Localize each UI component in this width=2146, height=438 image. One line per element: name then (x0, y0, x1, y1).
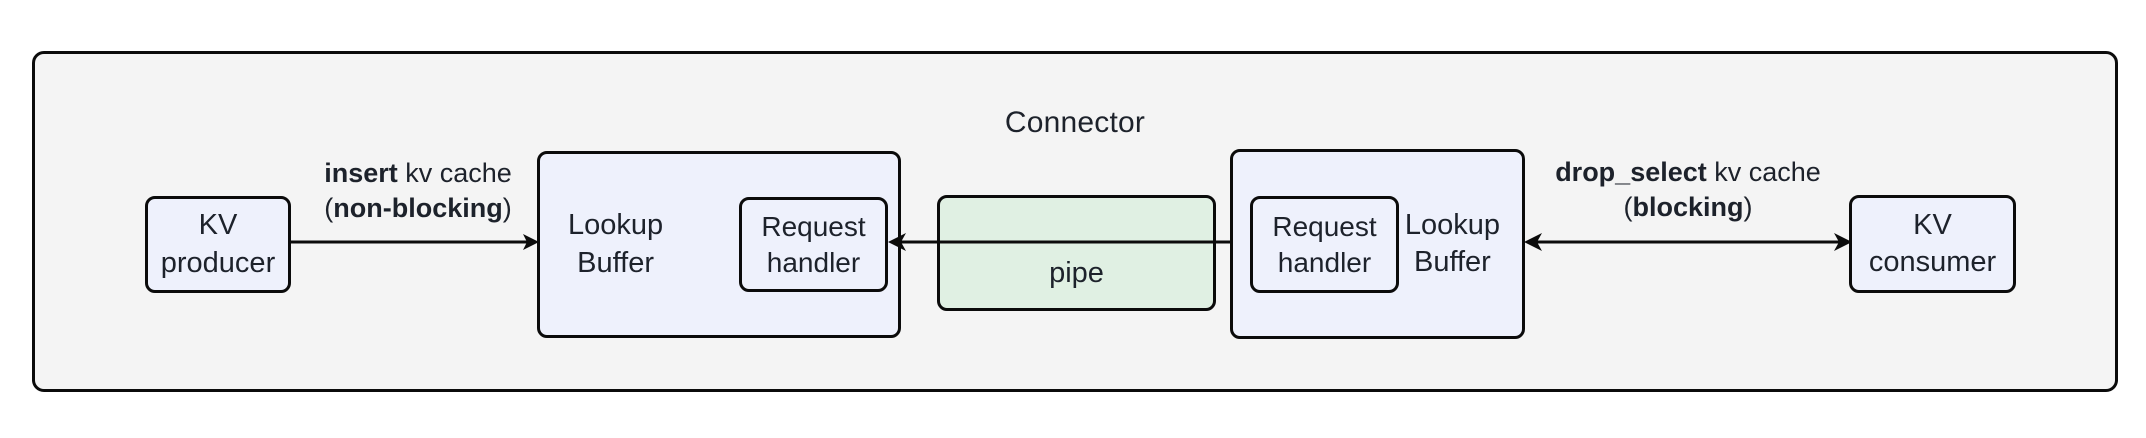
edge-label-drop-select-paren-open: ( (1623, 192, 1633, 223)
edge-label-drop-select-line1: drop_select kv cache (1528, 155, 1848, 190)
node-lookup-buffer-left-label: Lookup Buffer (568, 209, 664, 279)
node-request-handler-right[interactable]: Request handler (1250, 196, 1399, 293)
edge-label-drop-select: drop_select kv cache (blocking) (1528, 155, 1848, 225)
node-lookup-buffer-left[interactable]: Lookup Buffer (537, 151, 901, 338)
node-pipe-label: pipe (1049, 256, 1104, 289)
node-request-handler-left[interactable]: Request handler (739, 197, 888, 292)
node-kv-consumer-label: KV consumer (1868, 208, 1997, 278)
connector-title: Connector (1004, 106, 1146, 139)
edge-label-insert-suffix: kv cache (397, 158, 512, 188)
node-kv-producer-label: KV producer (160, 209, 276, 279)
node-request-handler-right-label: Request handler (1272, 210, 1377, 278)
edge-label-insert-line1: insert kv cache (268, 156, 568, 191)
edge-label-drop-select-op: drop_select (1555, 157, 1707, 187)
node-lookup-buffer-right-label: Lookup Buffer (1404, 208, 1500, 278)
node-kv-producer[interactable]: KV producer (145, 196, 291, 293)
edge-label-insert: insert kv cache (non-blocking) (268, 156, 568, 226)
edge-label-drop-select-paren-close: ) (1743, 192, 1753, 223)
edge-label-insert-op: insert (324, 158, 398, 188)
edge-label-insert-paren-open: ( (324, 193, 334, 224)
edge-label-insert-line2: (non-blocking) (268, 191, 568, 226)
edge-label-insert-mode: non-blocking (333, 193, 503, 224)
edge-label-insert-paren-close: ) (502, 193, 512, 224)
node-pipe[interactable]: pipe (937, 195, 1216, 311)
edge-label-drop-select-mode: blocking (1632, 192, 1744, 223)
node-kv-consumer[interactable]: KV consumer (1849, 195, 2016, 293)
node-request-handler-left-label: Request handler (761, 210, 866, 278)
edge-label-drop-select-line2: (blocking) (1528, 190, 1848, 225)
edge-label-drop-select-suffix: kv cache (1706, 157, 1821, 187)
